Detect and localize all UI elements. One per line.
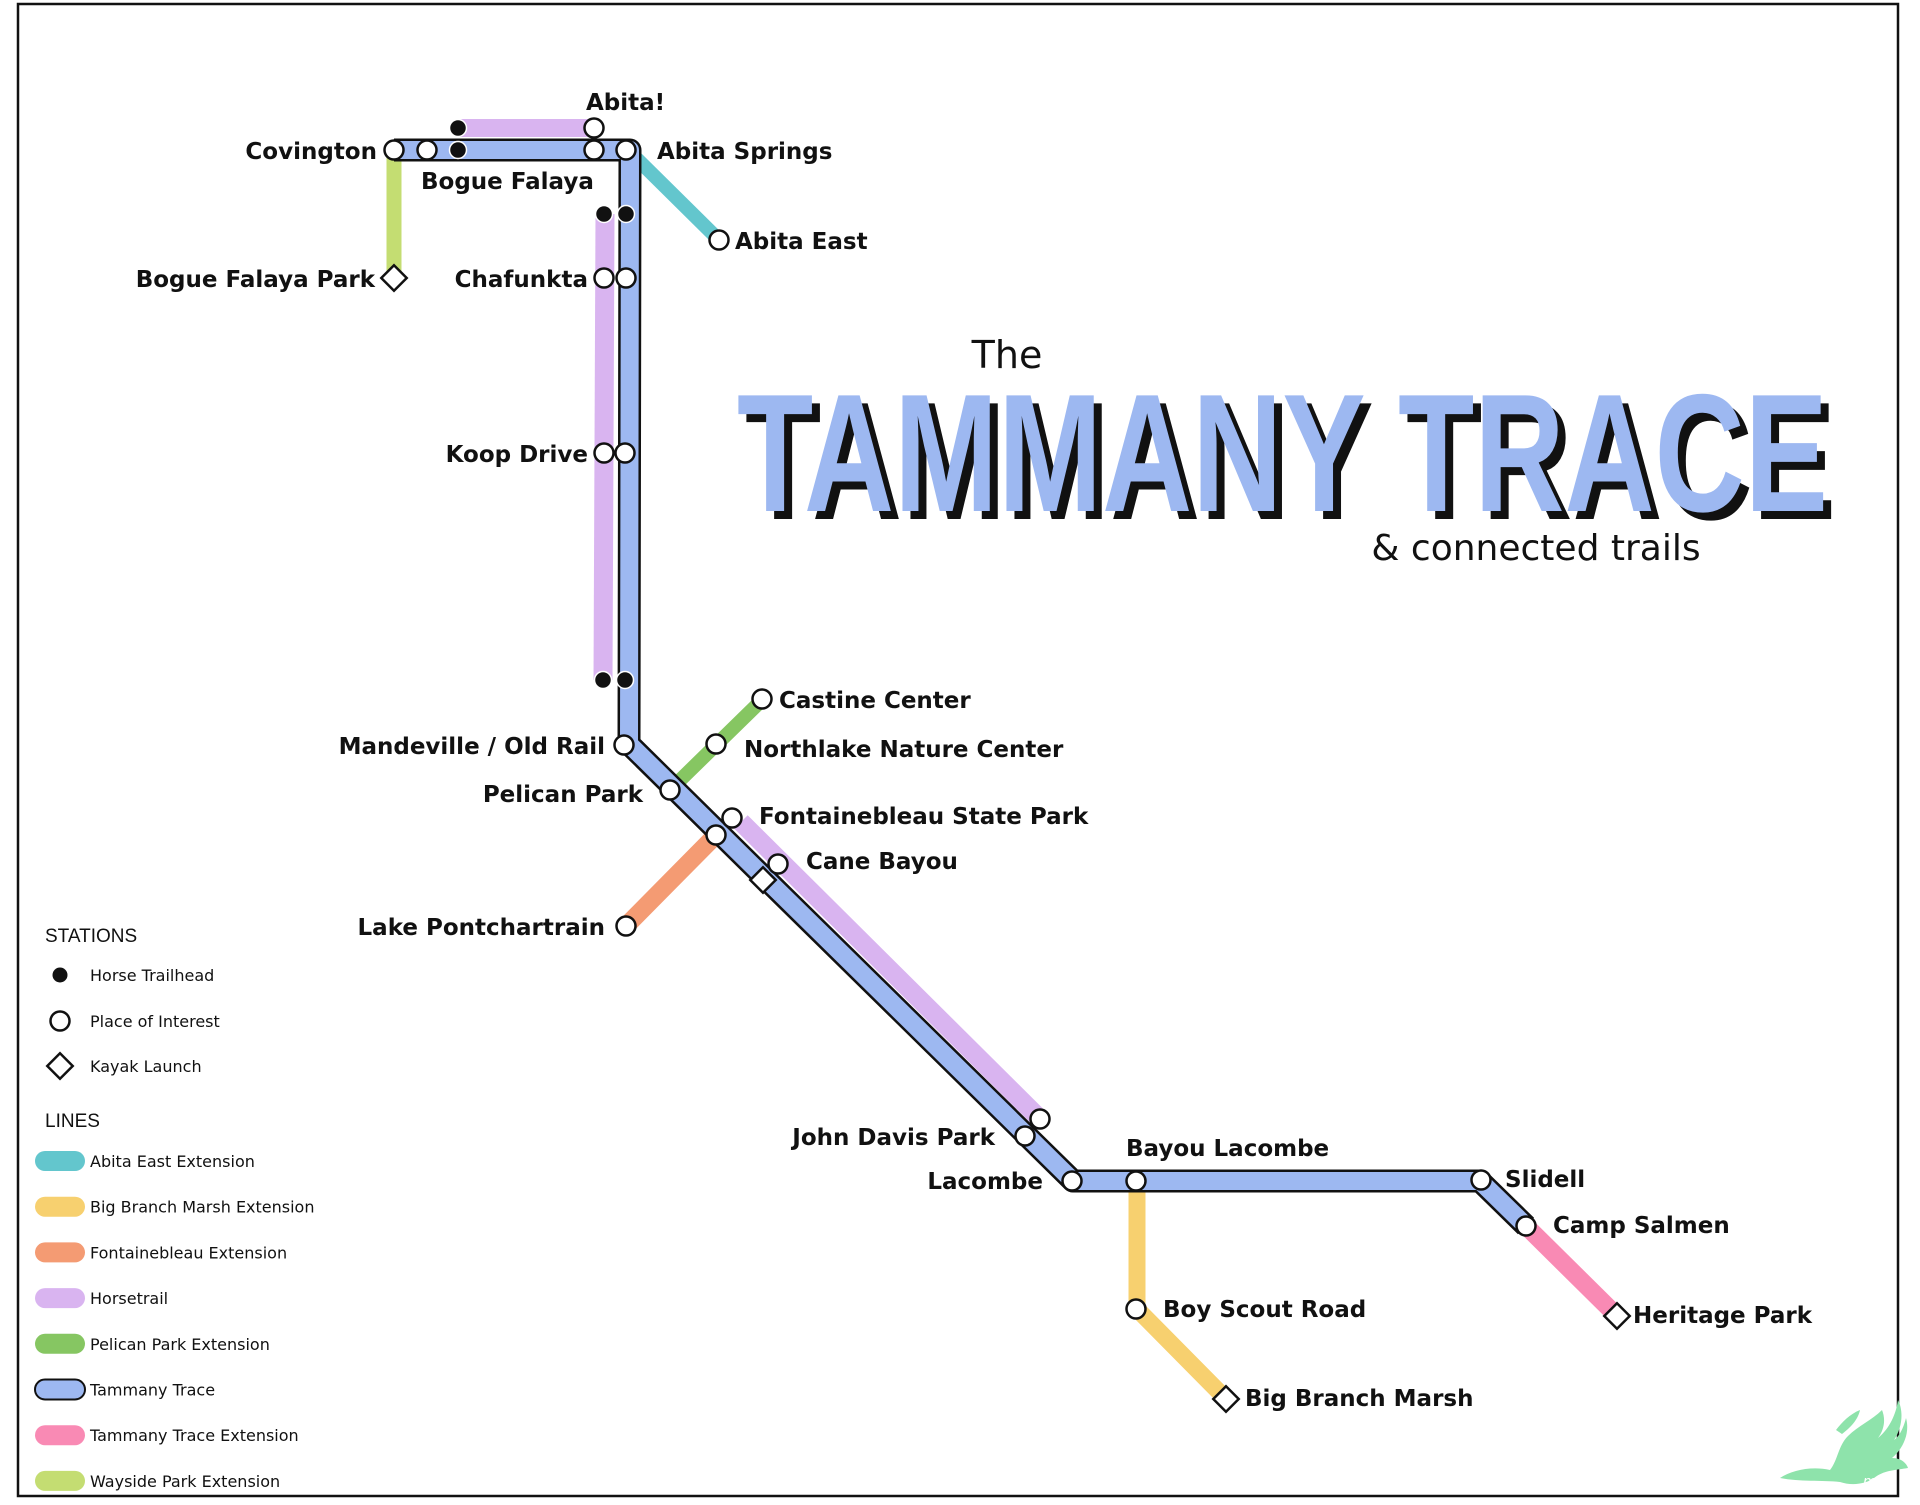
legend-swatch-tammany-trace-extension: [35, 1425, 85, 1446]
station-lake-pontchartrain[interactable]: [615, 915, 637, 937]
line-tammany-trace-extension: [1519, 1219, 1624, 1323]
title-subtitle: & connected trails: [1371, 528, 1700, 569]
label-slidell: Slidell: [1505, 1167, 1585, 1193]
label-cane-bayou: Cane Bayou: [806, 849, 958, 875]
station-lacombe[interactable]: [1061, 1170, 1083, 1192]
label-fontainebleau-state-park: Fontainebleau State Park: [759, 804, 1089, 830]
label-mandeville: Mandeville / Old Rail: [339, 734, 605, 760]
map-border: [16, 2, 1900, 1498]
label-abita-springs: Abita Springs: [657, 139, 832, 165]
station-boy-scout-road[interactable]: [1125, 1298, 1147, 1320]
station-slidell[interactable]: [1470, 1169, 1492, 1191]
station-koop-drive[interactable]: [614, 442, 636, 464]
station-koop-drive-horsetrail[interactable]: [593, 442, 615, 464]
horse-trailhead-chafunkta-west[interactable]: [594, 204, 614, 224]
label-chafunkta: Chafunkta: [455, 267, 588, 293]
label-castine-center: Castine Center: [779, 688, 971, 714]
legend-swatch-horsetrail: [35, 1288, 85, 1309]
label-john-davis-park: John Davis Park: [790, 1125, 995, 1151]
station-cane-bayou[interactable]: [767, 853, 789, 875]
station-fontainebleau-junction[interactable]: [705, 824, 727, 846]
station-abita[interactable]: [583, 117, 605, 139]
title-shadow: TAMMANY TRACE: [745, 367, 1836, 555]
legend-swatch-big-branch-marsh-extension: [35, 1196, 85, 1217]
station-covington[interactable]: [383, 139, 405, 161]
legend-label-big-branch-marsh-extension: Big Branch Marsh Extension: [90, 1198, 314, 1217]
legend-label-pelican-park-extension: Pelican Park Extension: [90, 1335, 270, 1354]
logo-initials: mm: [1863, 1474, 1890, 1490]
legend-place-of-interest-icon: [49, 1010, 71, 1032]
legend: STATIONS Horse Trailhead Place of Intere…: [34, 926, 314, 1491]
label-koop-drive: Koop Drive: [446, 442, 588, 468]
line-abita-east-extension: [627, 149, 724, 245]
legend-label-fontainebleau-extension: Fontainebleau Extension: [90, 1243, 287, 1262]
pelican-logo: mm: [1780, 1400, 1908, 1490]
horse-trailhead-mandeville-east[interactable]: [615, 670, 635, 690]
legend-swatch-fontainebleau-extension: [35, 1242, 85, 1263]
label-covington: Covington: [245, 139, 377, 165]
legend-swatch-pelican-park-extension: [35, 1333, 85, 1354]
horse-trailhead-mandeville-west[interactable]: [593, 670, 613, 690]
label-bayou-lacombe: Bayou Lacombe: [1126, 1136, 1329, 1162]
legend-kayak-launch: Kayak Launch: [90, 1057, 202, 1076]
label-bogue-falaya-park: Bogue Falaya Park: [136, 267, 376, 293]
pelican-icon: [1780, 1400, 1908, 1485]
station-fontainebleau-state-park[interactable]: [721, 807, 743, 829]
label-camp-salmen: Camp Salmen: [1553, 1213, 1730, 1239]
horse-trailhead-bogue-falaya[interactable]: [448, 140, 468, 160]
kayak-launch-cane-bayou[interactable]: [748, 865, 778, 895]
station-castine-center[interactable]: [751, 688, 773, 710]
line-horsetrail-diagonal: [734, 815, 1047, 1126]
station-abita-horsetrail[interactable]: [583, 139, 605, 161]
station-abita-springs[interactable]: [615, 139, 637, 161]
kayak-launch-bogue-falaya-park[interactable]: [379, 263, 409, 293]
station-mandeville[interactable]: [613, 734, 635, 756]
legend-label-tammany-trace-extension: Tammany Trace Extension: [89, 1426, 299, 1445]
label-abita: Abita!: [586, 90, 665, 116]
label-northlake-nature-center: Northlake Nature Center: [744, 737, 1064, 763]
station-bayou-lacombe[interactable]: [1125, 1170, 1147, 1192]
legend-lines-title: LINES: [45, 1111, 100, 1132]
legend-swatch-abita-east-extension: [35, 1151, 85, 1171]
legend-swatch-tammany-trace: [34, 1378, 86, 1401]
legend-horse-trailhead-icon: [52, 967, 68, 983]
station-john-davis-park-horsetrail[interactable]: [1029, 1108, 1051, 1130]
label-heritage-park: Heritage Park: [1633, 1303, 1813, 1329]
station-chafunkta-horsetrail[interactable]: [593, 267, 615, 289]
station-northlake-nature-center[interactable]: [705, 733, 727, 755]
station-camp-salmen[interactable]: [1515, 1215, 1537, 1237]
horse-trailhead-bogue-falaya-north[interactable]: [448, 118, 468, 138]
station-john-davis-park[interactable]: [1014, 1125, 1036, 1147]
label-boy-scout-road: Boy Scout Road: [1163, 1297, 1366, 1323]
legend-swatch-wayside-park-extension: [35, 1470, 85, 1491]
legend-horse-trailhead: Horse Trailhead: [90, 966, 214, 985]
line-fontainebleau-extension: [619, 828, 723, 933]
page-title: TAMMANY TRACE: [737, 359, 1828, 547]
station-pelican-park[interactable]: [659, 779, 681, 801]
label-bogue-falaya: Bogue Falaya: [421, 169, 594, 195]
legend-label-wayside-park-extension: Wayside Park Extension: [90, 1472, 280, 1491]
kayak-launch-big-branch-marsh[interactable]: [1211, 1384, 1241, 1414]
legend-stations-title: STATIONS: [45, 926, 137, 947]
legend-label-tammany-trace: Tammany Trace: [89, 1381, 215, 1400]
label-abita-east: Abita East: [735, 229, 868, 255]
station-abita-east[interactable]: [708, 229, 730, 251]
label-lacombe: Lacombe: [927, 1169, 1043, 1195]
legend-place-of-interest: Place of Interest: [90, 1012, 220, 1031]
label-big-branch-marsh: Big Branch Marsh: [1245, 1386, 1473, 1412]
label-pelican-park: Pelican Park: [483, 782, 644, 808]
legend-label-abita-east-extension: Abita East Extension: [90, 1152, 255, 1171]
label-lake-pontchartrain: Lake Pontchartrain: [358, 915, 605, 941]
station-bogue-falaya-west[interactable]: [416, 139, 438, 161]
station-chafunkta[interactable]: [615, 267, 637, 289]
title-prefix: The: [971, 333, 1043, 377]
legend-label-horsetrail: Horsetrail: [90, 1289, 168, 1308]
legend-kayak-launch-icon: [45, 1051, 75, 1081]
kayak-launch-heritage-park[interactable]: [1602, 1301, 1632, 1331]
horse-trailhead-chafunkta-east[interactable]: [616, 204, 636, 224]
